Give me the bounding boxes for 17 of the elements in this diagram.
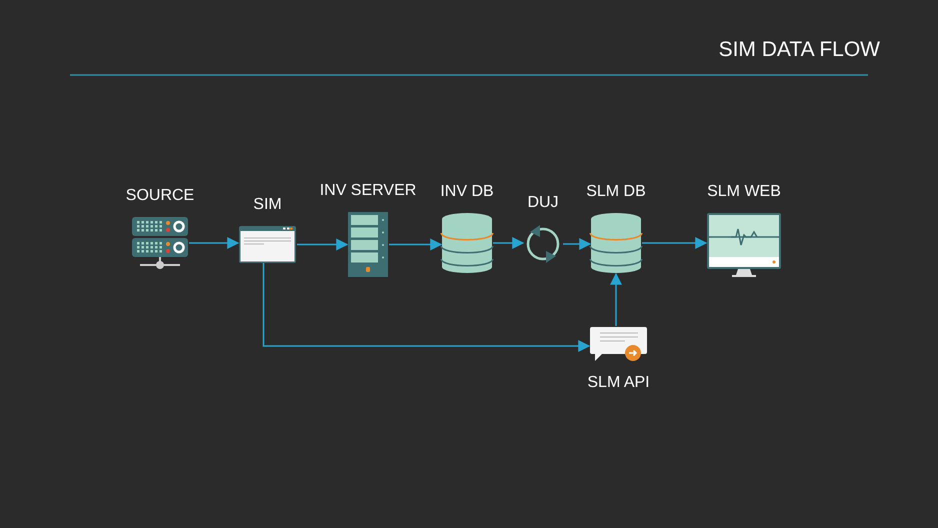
arrow bbox=[563, 238, 592, 250]
arrow bbox=[493, 237, 524, 249]
node-label: INV SERVER bbox=[318, 181, 418, 201]
node-label: SLM WEB bbox=[706, 182, 782, 202]
arrow bbox=[389, 238, 442, 250]
node-label: INV DB bbox=[439, 182, 495, 202]
node-label: SOURCE bbox=[124, 186, 196, 206]
arrow bbox=[189, 237, 240, 249]
arrow bbox=[297, 238, 348, 250]
node-label: SLM DB bbox=[585, 182, 647, 202]
node-label: SLM API bbox=[586, 373, 651, 393]
arrow bbox=[262, 263, 590, 352]
node-label: SIM bbox=[252, 195, 283, 215]
slide-title: SIM DATA FLOW bbox=[718, 38, 880, 62]
arrow bbox=[642, 237, 708, 249]
node-label: DUJ bbox=[526, 193, 560, 213]
arrow bbox=[610, 272, 622, 326]
